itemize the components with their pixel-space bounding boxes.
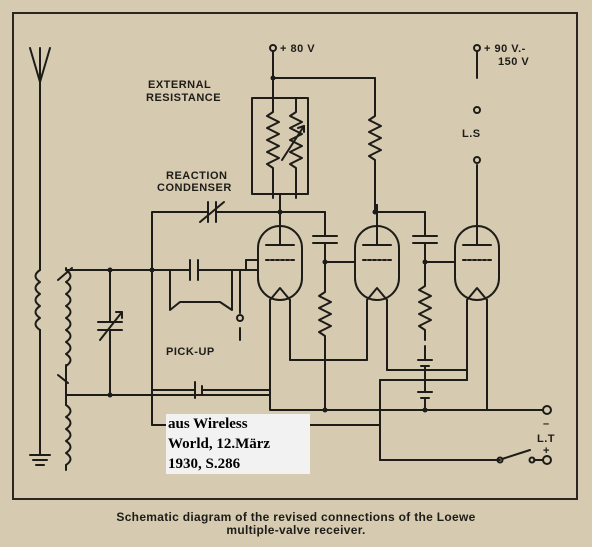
- supply-80v-label: + 80 V: [280, 43, 316, 55]
- grid-leak-2-icon: [318, 261, 332, 411]
- lt-plus-label: +: [543, 445, 550, 457]
- supply-150v-label: 150 V: [498, 56, 530, 68]
- supply-90v-label: + 90 V.-: [484, 43, 526, 55]
- lt-minus-label: –: [543, 418, 550, 430]
- anode-resistor-2-icon: [368, 109, 382, 211]
- source-note: aus Wireless World, 12.März 1930, S.286: [166, 414, 310, 474]
- external-resistance-icon: [251, 97, 309, 199]
- external-resistance-label-1: EXTERNAL: [148, 79, 212, 91]
- pickup-label: PICK-UP: [166, 346, 215, 358]
- source-note-line-3: 1930, S.286: [168, 456, 241, 472]
- caption-line-2: multiple-valve receiver.: [226, 523, 366, 537]
- loudspeaker-label: L.S: [462, 128, 481, 140]
- source-note-line-1: aus Wireless: [168, 416, 248, 432]
- lt-switch-icon: [496, 449, 536, 464]
- lt-label: L.T: [537, 433, 555, 445]
- grid-leak-3-icon: [417, 261, 433, 411]
- reaction-condenser-icon: [151, 201, 326, 271]
- grid-bias-battery-icon: [151, 269, 271, 399]
- pickup-leads: [169, 269, 244, 341]
- coupling-condenser-2-icon: [412, 211, 456, 263]
- reaction-condenser-label-2: CONDENSER: [157, 182, 232, 194]
- reaction-coil-icon: [65, 394, 72, 471]
- external-resistance-label-2: RESISTANCE: [146, 92, 222, 104]
- aerial-icon: [29, 47, 51, 271]
- coupling-condenser-1-icon: [312, 211, 356, 263]
- caption-line-1: Schematic diagram of the revised connect…: [116, 510, 476, 524]
- tuning-capacitor-icon: [97, 269, 123, 396]
- grid-condenser-icon: [151, 259, 259, 281]
- aerial-coil-icon: [34, 269, 41, 456]
- reaction-condenser-label-1: REACTION: [166, 170, 228, 182]
- diagram-frame: [12, 12, 578, 500]
- earth-icon: [29, 454, 51, 466]
- source-note-line-2: World, 12.März: [168, 436, 271, 452]
- figure-caption: Schematic diagram of the revised connect…: [0, 511, 592, 537]
